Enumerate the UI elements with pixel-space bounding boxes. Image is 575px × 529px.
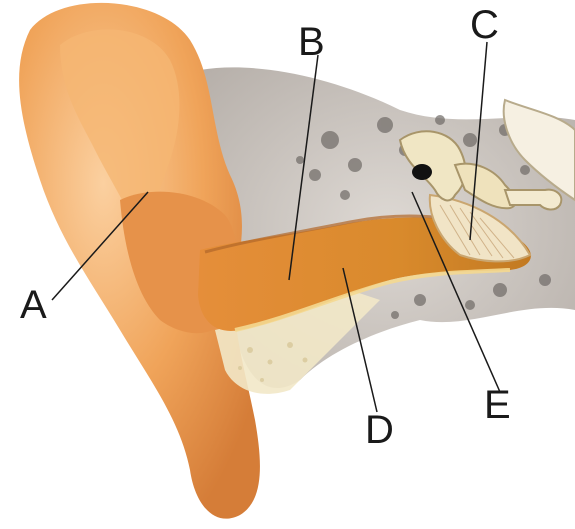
label-e: E [484,383,511,427]
label-d: D [365,408,394,452]
label-b: B [298,20,325,64]
label-c: C [470,3,499,47]
incus-hole [412,164,432,180]
label-a: A [20,283,47,327]
